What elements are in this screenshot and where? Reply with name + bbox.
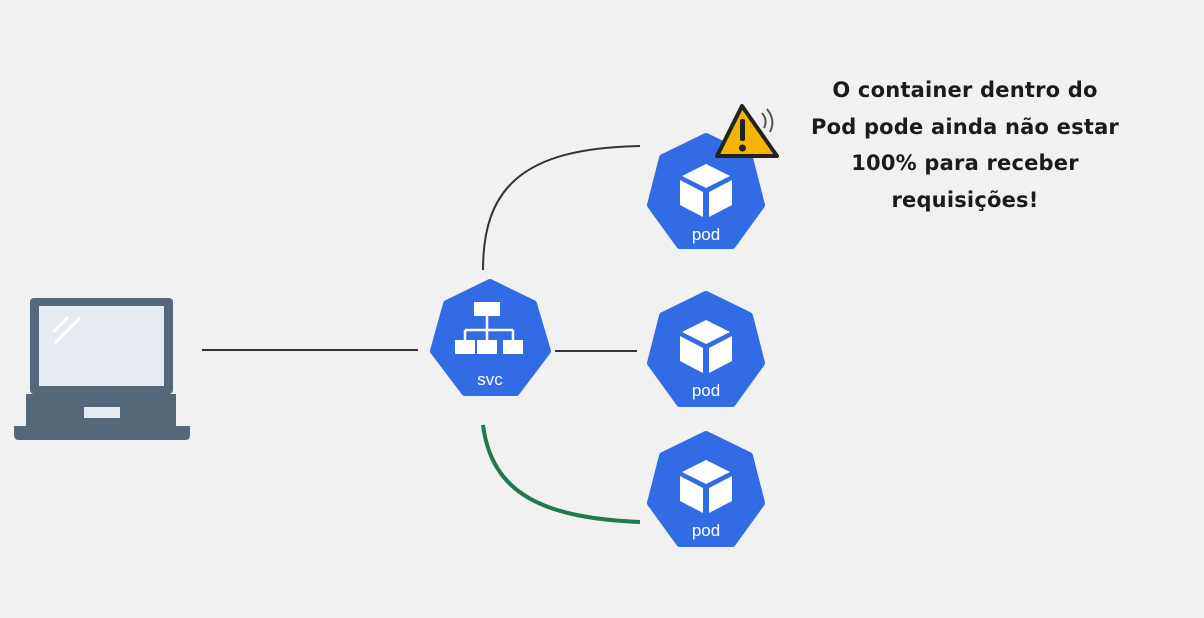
svc-to-pod-1-connector [482,145,641,271]
callout-line-3: 100% para receber [851,151,1079,175]
pod-node-1: pod [647,133,765,249]
pod-heptagon [647,133,765,249]
callout-line-1: O container dentro do [832,78,1098,102]
callout-line-2: Pod pode ainda não estar [810,114,1119,139]
laptop-icon [14,298,190,440]
callout-line-4: requisições! [891,187,1039,212]
warning-callout-text: O container dentro do Pod pode ainda não… [775,72,1155,218]
pod-label: pod [692,521,720,540]
cube-icon [680,460,732,513]
cube-icon [680,164,732,217]
pod-heptagon [647,291,765,407]
service-node: svc [430,279,551,396]
pod-node-3: pod [647,431,765,547]
svc-to-pod-3-connector [481,424,641,524]
pod-label: pod [692,225,720,244]
network-hierarchy-icon [455,302,523,354]
service-label: svc [477,370,503,389]
service-heptagon [430,279,551,396]
pod-heptagon [647,431,765,547]
pod-node-2: pod [647,291,765,407]
pod-label: pod [692,381,720,400]
cube-icon [680,320,732,373]
warning-triangle-icon [715,104,779,158]
